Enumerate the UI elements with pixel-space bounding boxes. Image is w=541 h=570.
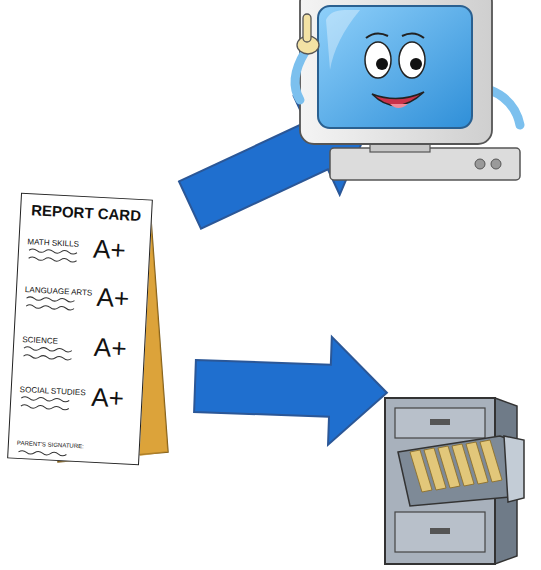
- report-card: REPORT CARDMATH SKILLSA+LANGUAGE ARTSA+S…: [7, 193, 153, 466]
- subject-label: MATH SKILLS: [27, 238, 79, 249]
- scribble-line: [26, 297, 74, 303]
- subject-label: SCIENCE: [22, 336, 58, 346]
- subject-label: LANGUAGE ARTS: [25, 286, 93, 298]
- grade-mark: A+: [91, 384, 125, 412]
- scribble-line: [21, 397, 69, 403]
- grade-mark: A+: [93, 236, 127, 264]
- scribble-line: [18, 450, 66, 456]
- signature-label: PARENT'S SIGNATURE:: [17, 440, 84, 449]
- scribble-line: [29, 257, 77, 263]
- scribble-line: [26, 305, 74, 311]
- grade-mark: A+: [93, 334, 127, 362]
- scribble-line: [23, 355, 71, 361]
- card-heading: REPORT CARD: [31, 202, 142, 223]
- filing-cabinet: [385, 398, 524, 564]
- scribble-line: [24, 347, 72, 353]
- computer-cartoon: [295, 0, 520, 180]
- subject-label: SOCIAL STUDIES: [20, 386, 86, 397]
- scribble-line: [21, 405, 69, 411]
- grade-mark: A+: [96, 284, 130, 312]
- scribble-lines: [8, 194, 154, 467]
- scribble-line: [29, 249, 77, 255]
- arrow-shape: [193, 332, 389, 447]
